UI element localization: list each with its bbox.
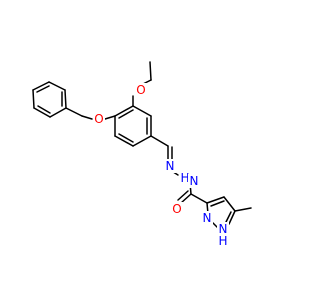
atom-labels: O O N H N O N N H [93, 83, 229, 248]
hydrazide-nitrogen-label: N [190, 174, 199, 188]
chemical-structure-diagram: O O N H N O N N H [32, 61, 252, 248]
central-ring [114, 105, 152, 147]
imine-nitrogen-label: N [166, 159, 175, 173]
hydrazide-hydrogen-label: H [180, 171, 189, 185]
benzyl-ring [32, 81, 67, 118]
pyrazole-nitrogen-label: N [203, 211, 212, 225]
benzyloxy-oxygen-label: O [94, 112, 103, 126]
pyrazole-nh-hydrogen-label: H [218, 234, 227, 248]
carbonyl-oxygen-label: O [172, 202, 181, 216]
benzyloxy-linker [65, 107, 116, 120]
ethoxy-oxygen-label: O [136, 83, 145, 97]
pyrazole-nh-nitrogen-label: N [219, 222, 228, 236]
hydrazone-chain [150, 135, 208, 204]
